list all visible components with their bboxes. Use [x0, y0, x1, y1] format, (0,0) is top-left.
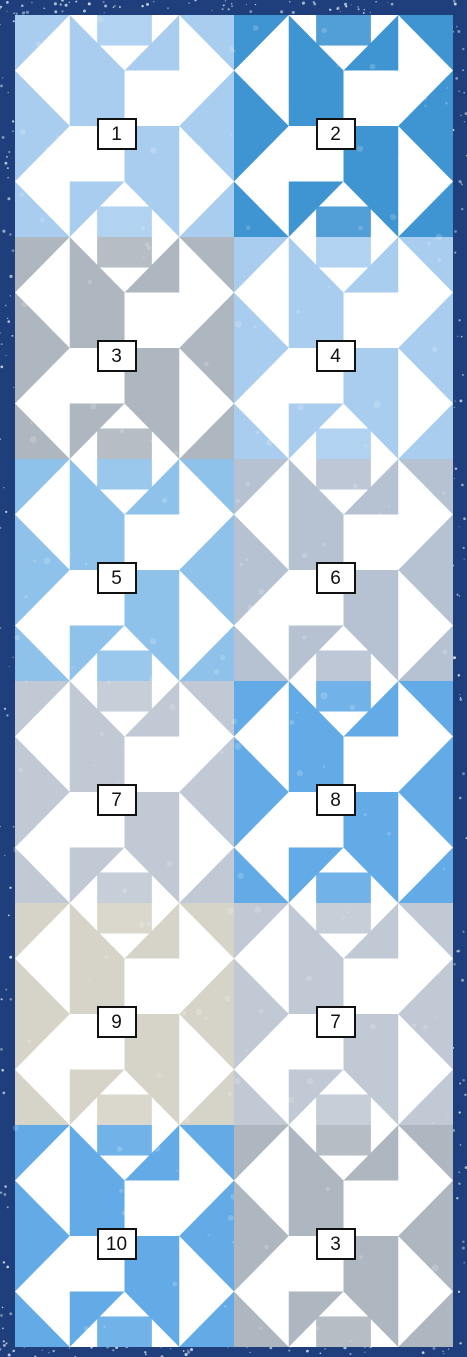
block-number-label: 4: [316, 340, 356, 372]
block-number-label: 8: [316, 784, 356, 816]
block-number-label: 7: [316, 1006, 356, 1038]
block-number-label: 9: [97, 1006, 137, 1038]
block-number-label: 10: [97, 1228, 137, 1260]
block-number-label: 7: [97, 784, 137, 816]
block-number-label: 1: [97, 118, 137, 150]
block-number-label: 6: [316, 562, 356, 594]
block-number-label: 5: [97, 562, 137, 594]
block-number-label: 3: [316, 1228, 356, 1260]
block-number-label: 3: [97, 340, 137, 372]
block-number-label: 2: [316, 118, 356, 150]
